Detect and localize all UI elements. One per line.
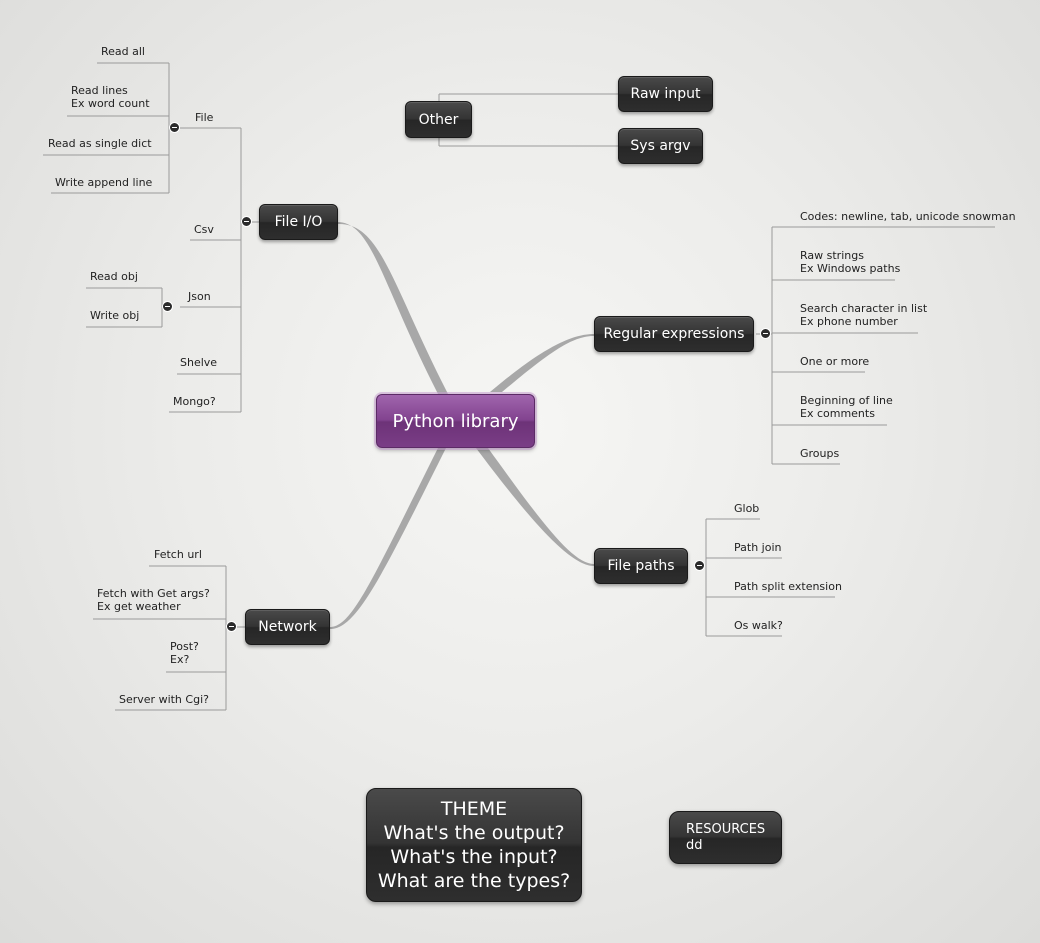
leaf-regex-one-or-more[interactable]: One or more bbox=[800, 355, 869, 368]
leaf-mongo[interactable]: Mongo? bbox=[173, 395, 216, 408]
leaf-shelve[interactable]: Shelve bbox=[180, 356, 218, 369]
leaf-file[interactable]: File bbox=[195, 111, 214, 124]
leaf-line: Ex word count bbox=[71, 97, 150, 110]
root-node[interactable]: Python library bbox=[376, 394, 535, 448]
collapse-toggle-file[interactable] bbox=[169, 122, 180, 133]
connector-root-filepaths bbox=[476, 448, 594, 566]
leaf-line: Groups bbox=[800, 447, 840, 460]
leaf-read-all[interactable]: Read all bbox=[101, 45, 145, 58]
leaf-line: Path split extension bbox=[734, 580, 842, 593]
leaf-line: Read lines bbox=[71, 84, 128, 97]
leaf-line: Ex? bbox=[170, 653, 190, 666]
node-regular-expressions[interactable]: Regular expressions bbox=[594, 316, 754, 352]
leaf-fetch-url[interactable]: Fetch url bbox=[154, 548, 202, 561]
leaf-write-obj[interactable]: Write obj bbox=[90, 309, 140, 322]
node-file-paths[interactable]: File paths bbox=[594, 548, 688, 584]
theme-line-types: What are the types? bbox=[377, 870, 571, 892]
leaf-write-append-line[interactable]: Write append line bbox=[55, 176, 153, 189]
leaf-line: Codes: newline, tab, unicode snowman bbox=[800, 210, 1016, 223]
leaf-line: Server with Cgi? bbox=[119, 693, 209, 706]
theme-line-output: What's the output? bbox=[383, 822, 565, 844]
leaf-post[interactable]: Post?Ex? bbox=[170, 640, 199, 666]
leaf-read-obj[interactable]: Read obj bbox=[90, 270, 138, 283]
theme-box[interactable]: THEME What's the output? What's the inpu… bbox=[366, 788, 582, 902]
leaf-line: One or more bbox=[800, 355, 870, 368]
resources-box[interactable]: RESOURCES dd bbox=[669, 811, 782, 864]
theme-line-input: What's the input? bbox=[390, 846, 558, 868]
resources-title: RESOURCES bbox=[686, 821, 766, 837]
resources-body: dd bbox=[686, 837, 703, 853]
node-network[interactable]: Network bbox=[245, 609, 330, 645]
leaf-line: Ex phone number bbox=[800, 315, 898, 328]
leaf-line: Raw strings bbox=[800, 249, 864, 262]
node-sys-argv[interactable]: Sys argv bbox=[618, 128, 703, 164]
leaf-line: Glob bbox=[734, 502, 760, 515]
leaf-line: Ex comments bbox=[800, 407, 875, 420]
leaf-line: Fetch with Get args? bbox=[97, 587, 210, 600]
leaf-glob[interactable]: Glob bbox=[734, 502, 759, 515]
leaf-line: Path join bbox=[734, 541, 782, 554]
connector-root-regex bbox=[490, 334, 594, 392]
leaf-csv[interactable]: Csv bbox=[194, 223, 214, 236]
collapse-toggle-file-io[interactable] bbox=[241, 216, 252, 227]
leaf-regex-codes[interactable]: Codes: newline, tab, unicode snowman bbox=[800, 210, 1016, 223]
leaf-line: Post? bbox=[170, 640, 199, 653]
node-other[interactable]: Other bbox=[405, 101, 472, 138]
leaf-line: Beginning of line bbox=[800, 394, 893, 407]
leaf-line: Ex Windows paths bbox=[800, 262, 901, 275]
theme-title: THEME bbox=[440, 798, 508, 820]
leaf-read-as-single-dict[interactable]: Read as single dict bbox=[48, 137, 152, 150]
node-raw-input[interactable]: Raw input bbox=[618, 76, 713, 112]
leaf-regex-groups[interactable]: Groups bbox=[800, 447, 839, 460]
connector-root-fileio bbox=[337, 222, 448, 394]
leaf-line: Fetch url bbox=[154, 548, 202, 561]
collapse-toggle-regex[interactable] bbox=[760, 328, 771, 339]
leaf-path-split-extension[interactable]: Path split extension bbox=[734, 580, 842, 593]
leaf-path-join[interactable]: Path join bbox=[734, 541, 781, 554]
leaf-fetch-with-get-args[interactable]: Fetch with Get args?Ex get weather bbox=[97, 587, 210, 613]
collapse-toggle-json[interactable] bbox=[162, 301, 173, 312]
collapse-toggle-network[interactable] bbox=[226, 621, 237, 632]
leaf-line: Os walk? bbox=[734, 619, 783, 632]
leaf-line: Search character in list bbox=[800, 302, 928, 315]
leaf-server-with-cgi[interactable]: Server with Cgi? bbox=[119, 693, 209, 706]
node-file-io[interactable]: File I/O bbox=[259, 204, 338, 240]
connector-root-network bbox=[330, 448, 446, 629]
leaf-json[interactable]: Json bbox=[188, 290, 211, 303]
leaf-line: Ex get weather bbox=[97, 600, 181, 613]
leaf-os-walk[interactable]: Os walk? bbox=[734, 619, 783, 632]
collapse-toggle-file-paths[interactable] bbox=[694, 560, 705, 571]
